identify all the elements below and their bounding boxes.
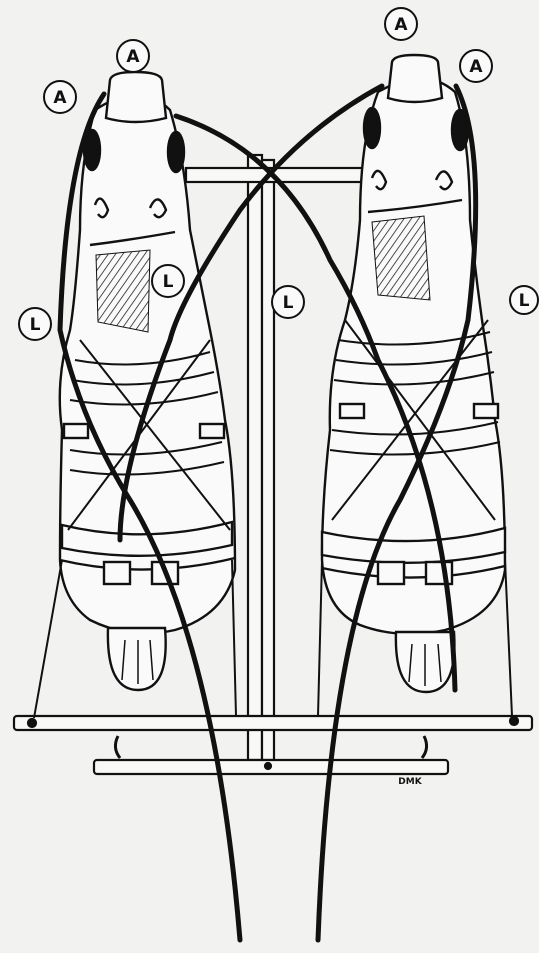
label-a-text: A bbox=[394, 15, 408, 35]
label-a-ear-right: A bbox=[460, 50, 492, 82]
hook-left bbox=[115, 736, 120, 758]
left-chest-hatching bbox=[96, 250, 150, 332]
label-l-chest-left: L bbox=[152, 265, 184, 297]
label-l-text: L bbox=[519, 291, 530, 311]
label-l-text: L bbox=[163, 272, 174, 292]
label-a-head-left: A bbox=[117, 40, 149, 72]
hook-right bbox=[422, 736, 427, 758]
label-l-text: L bbox=[283, 293, 294, 313]
label-l-side-right: L bbox=[510, 286, 538, 314]
label-a-text: A bbox=[53, 88, 67, 108]
stand-top-crossbar bbox=[186, 168, 376, 182]
label-a-head-right: A bbox=[385, 8, 417, 40]
stand-post-right bbox=[262, 160, 274, 760]
label-l-text: L bbox=[30, 315, 41, 335]
left-tail-end bbox=[108, 628, 166, 690]
right-chest-hatching bbox=[372, 216, 430, 300]
right-strap-buckle-left bbox=[340, 404, 364, 418]
left-buckle-a bbox=[104, 562, 130, 584]
right-bar-end bbox=[510, 717, 518, 725]
label-l-side-left: L bbox=[19, 308, 51, 340]
base-bolt bbox=[265, 763, 271, 769]
label-l-center: L bbox=[272, 286, 304, 318]
stand-lower-bar bbox=[14, 716, 532, 730]
stand-post-left bbox=[248, 155, 262, 760]
right-buckle-a bbox=[378, 562, 404, 584]
artist-signature: DMK bbox=[398, 777, 422, 787]
left-head-tip bbox=[106, 72, 166, 122]
left-strap-buckle-right bbox=[200, 424, 224, 438]
right-strap-buckle-right bbox=[474, 404, 498, 418]
right-head-tip bbox=[388, 55, 442, 102]
left-ear-right bbox=[168, 132, 184, 172]
label-a-ear-left: A bbox=[44, 81, 76, 113]
left-bar-end bbox=[28, 719, 36, 727]
label-a-text: A bbox=[469, 57, 483, 77]
left-strap-buckle-left bbox=[64, 424, 88, 438]
label-a-text: A bbox=[126, 47, 140, 67]
right-ear-left bbox=[364, 108, 380, 148]
right-animal bbox=[318, 55, 512, 716]
